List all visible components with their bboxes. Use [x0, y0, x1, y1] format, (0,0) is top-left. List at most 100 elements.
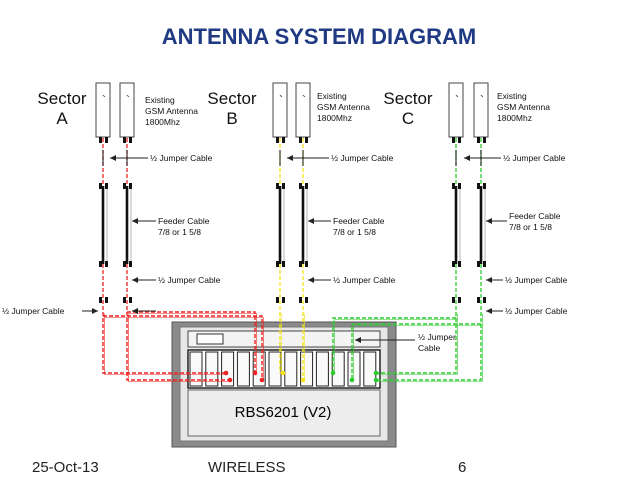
- jumper-low-arrow-a-head: [92, 308, 98, 314]
- connector: [99, 261, 102, 267]
- jumper-mid-label-b: ½ Jumper Cable: [333, 275, 396, 285]
- jumper-rbs-arrow-head: [355, 337, 361, 343]
- connector: [299, 261, 302, 267]
- connector: [299, 297, 302, 303]
- sector-a-word: Sector: [37, 89, 87, 108]
- jumper-top-label-c: ½ Jumper Cable: [503, 153, 566, 163]
- rbs-port-dot: [373, 377, 379, 383]
- connector: [305, 297, 308, 303]
- antenna-c-line1: Existing: [497, 91, 527, 101]
- rbs-radio-slot: [347, 351, 361, 387]
- connector: [477, 297, 480, 303]
- rbs-jumper-route-shadow: [334, 319, 458, 375]
- antenna-a-caption: Existing GSM Antenna 1800Mhz: [145, 95, 198, 128]
- rbs-jumper-route-shadow: [377, 313, 483, 382]
- connector: [477, 137, 480, 143]
- jumper-low-arrow-a2-head: [132, 308, 138, 314]
- rbs-radio-slot: [268, 351, 282, 387]
- antenna-c-caption: Existing GSM Antenna 1800Mhz: [497, 91, 550, 124]
- connector: [129, 137, 132, 143]
- feeder-c-line2: 7/8 or 1 5/8: [509, 222, 553, 232]
- sector-a-label: Sector A: [27, 89, 97, 129]
- sector-c-letter: C: [401, 109, 415, 128]
- connector: [452, 137, 455, 143]
- rbs-jumper-route-shadow: [104, 317, 264, 382]
- connector: [276, 297, 279, 303]
- rbs-port-dot: [227, 377, 233, 383]
- jumper-mid-arrow-c-head: [486, 277, 492, 283]
- rbs-jumper-route-shadow: [353, 325, 483, 382]
- rbs-radio-slot: [331, 351, 345, 387]
- feeder-label-b: Feeder Cable 7/8 or 1 5/8: [333, 216, 385, 238]
- rbs-lower-panel: [187, 389, 381, 437]
- antenna-b-line1: Existing: [317, 91, 347, 101]
- antenna-a-line1: Existing: [145, 95, 175, 105]
- jumper-top-label-a: ½ Jumper Cable: [150, 153, 213, 163]
- connector: [299, 183, 302, 189]
- footer-center: WIRELESS: [208, 459, 286, 476]
- connector: [483, 261, 486, 267]
- connector: [305, 137, 308, 143]
- connector: [99, 183, 102, 189]
- feeder-a-line2: 7/8 or 1 5/8: [158, 227, 202, 237]
- antenna-c-line3: 1800Mhz: [497, 113, 532, 123]
- rbs-radio-slot: [236, 351, 250, 387]
- connector: [483, 297, 486, 303]
- antenna-body: [95, 82, 111, 138]
- feeder-arrow-b-head: [308, 218, 314, 224]
- antenna-body: [473, 82, 489, 138]
- feeder-b-line1: Feeder Cable: [333, 216, 385, 226]
- jumper-top-arrow-c-head: [464, 155, 470, 161]
- connector: [305, 183, 308, 189]
- jumper-rbs-line2: Cable: [418, 343, 441, 353]
- connector: [129, 297, 132, 303]
- sector-c-word: Sector: [383, 89, 433, 108]
- rbs-port-dot: [373, 370, 379, 376]
- jumper-top-arrow-b-head: [287, 155, 293, 161]
- connector: [299, 137, 302, 143]
- rbs-jumper-route: [351, 323, 481, 380]
- jumper-mid-label-a: ½ Jumper Cable: [158, 275, 221, 285]
- rbs-port-dot: [252, 370, 258, 376]
- rbs-jumper-route: [102, 312, 226, 374]
- connector: [458, 261, 461, 267]
- antenna-tick-mark: `: [455, 93, 459, 107]
- feeder-label-c: Feeder Cable 7/8 or 1 5/8: [509, 211, 561, 233]
- antenna-body: [119, 82, 135, 138]
- connector: [105, 261, 108, 267]
- antenna-b-line2: GSM Antenna: [317, 102, 370, 112]
- rbs-radio-slot: [284, 351, 298, 387]
- sector-b-label: Sector B: [197, 89, 267, 129]
- connector: [282, 261, 285, 267]
- rbs-port-dot: [223, 370, 229, 376]
- jumper-low-label-c: ½ Jumper Cable: [505, 306, 568, 316]
- antenna-tick-mark: `: [279, 93, 283, 107]
- jumper-rbs-label: ½ Jumper Cable: [418, 332, 456, 354]
- feeder-arrow-a-head: [132, 218, 138, 224]
- rbs-radio-slot: [189, 351, 203, 387]
- antenna-tick-mark: `: [126, 93, 130, 107]
- rbs-jumper-route-shadow: [128, 313, 232, 382]
- connector: [305, 261, 308, 267]
- rbs-jumper-route-shadow: [377, 313, 458, 375]
- connector: [452, 183, 455, 189]
- antenna-c-line2: GSM Antenna: [497, 102, 550, 112]
- jumper-low-label-a: ½ Jumper Cable: [2, 306, 65, 316]
- connector: [282, 297, 285, 303]
- antenna-tick-mark: `: [102, 93, 106, 107]
- connector: [282, 137, 285, 143]
- feeder-a-line1: Feeder Cable: [158, 216, 210, 226]
- feeder-label-a: Feeder Cable 7/8 or 1 5/8: [158, 216, 210, 238]
- antenna-a-line3: 1800Mhz: [145, 117, 180, 127]
- rbs-jumper-route: [103, 315, 263, 380]
- rbs-jumper-route: [376, 312, 482, 381]
- connector: [123, 297, 126, 303]
- connector: [129, 183, 132, 189]
- connector: [276, 137, 279, 143]
- antenna-b-caption: Existing GSM Antenna 1800Mhz: [317, 91, 370, 124]
- connector: [276, 183, 279, 189]
- feeder-arrow-c-head: [486, 218, 492, 224]
- connector: [477, 183, 480, 189]
- connector: [458, 137, 461, 143]
